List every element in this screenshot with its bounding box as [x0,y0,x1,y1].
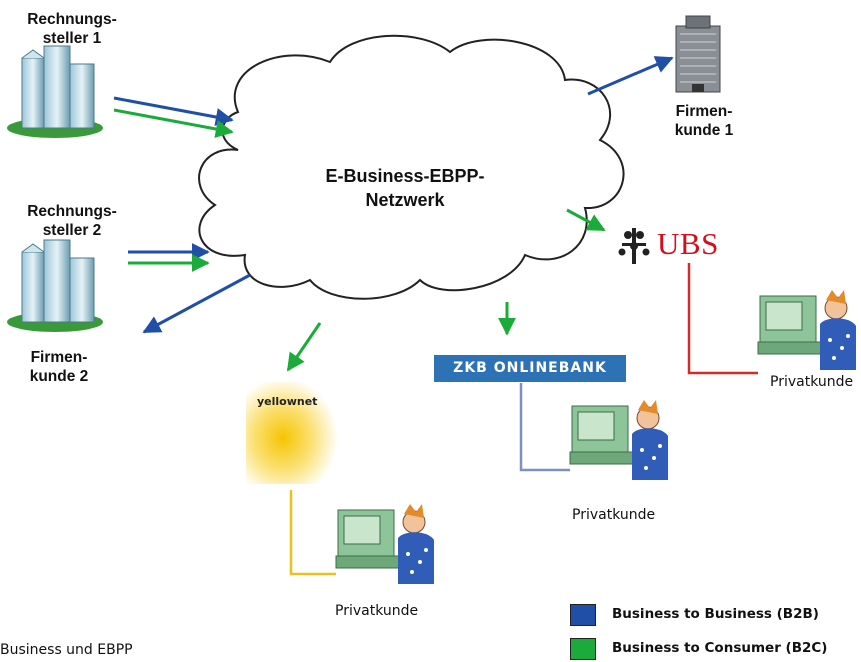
private-customer-yellownet-label: Privatkunde [335,603,419,619]
corp-customer-1-label: Firmen- kunde 1 [674,103,734,139]
legend-swatch-b2c [570,638,596,660]
biller-2-label: Rechnungs- steller 2 [27,203,117,239]
zkb-logo: ZKB ONLINEBANK [434,355,626,382]
legend-label-b2b: Business to Business (B2B) [612,606,819,622]
private-customer-ubs-label: Privatkunde [770,374,854,390]
ubs-keys-icon [618,228,650,264]
person-at-computer-icon [757,290,856,370]
figure-caption: Business und EBPP [0,642,133,658]
b2c-arrow [113,108,234,138]
skyscraper-icon [675,15,721,93]
network-title: E-Business-EBPP- Netzwerk [325,166,485,210]
ubs-connector [687,263,758,375]
b2b-arrow [587,56,674,96]
b2c-arrow [566,208,606,232]
b2b-arrow [142,273,251,334]
b2c-arrow [286,322,322,372]
yellownet-connector [289,490,336,576]
office-building-icon [7,45,103,138]
legend-swatch-b2b [570,604,596,626]
legend-label-b2c: Business to Consumer (B2C) [612,640,828,656]
network-cloud [198,34,625,300]
office-building-icon [7,239,103,332]
biller-1-label: Rechnungs- steller 1 [27,11,117,47]
yellownet-logo-text: yellownet [257,395,318,408]
private-customer-zkb-label: Privatkunde [572,507,656,523]
corp-customer-2-label: Firmen- kunde 2 [29,349,89,385]
zkb-connector [519,383,570,472]
person-at-computer-icon [569,400,668,480]
ubs-logo-text: UBS [657,226,719,261]
yellownet-logo [246,382,338,484]
b2b-arrow [113,96,234,126]
person-at-computer-icon [335,504,434,584]
